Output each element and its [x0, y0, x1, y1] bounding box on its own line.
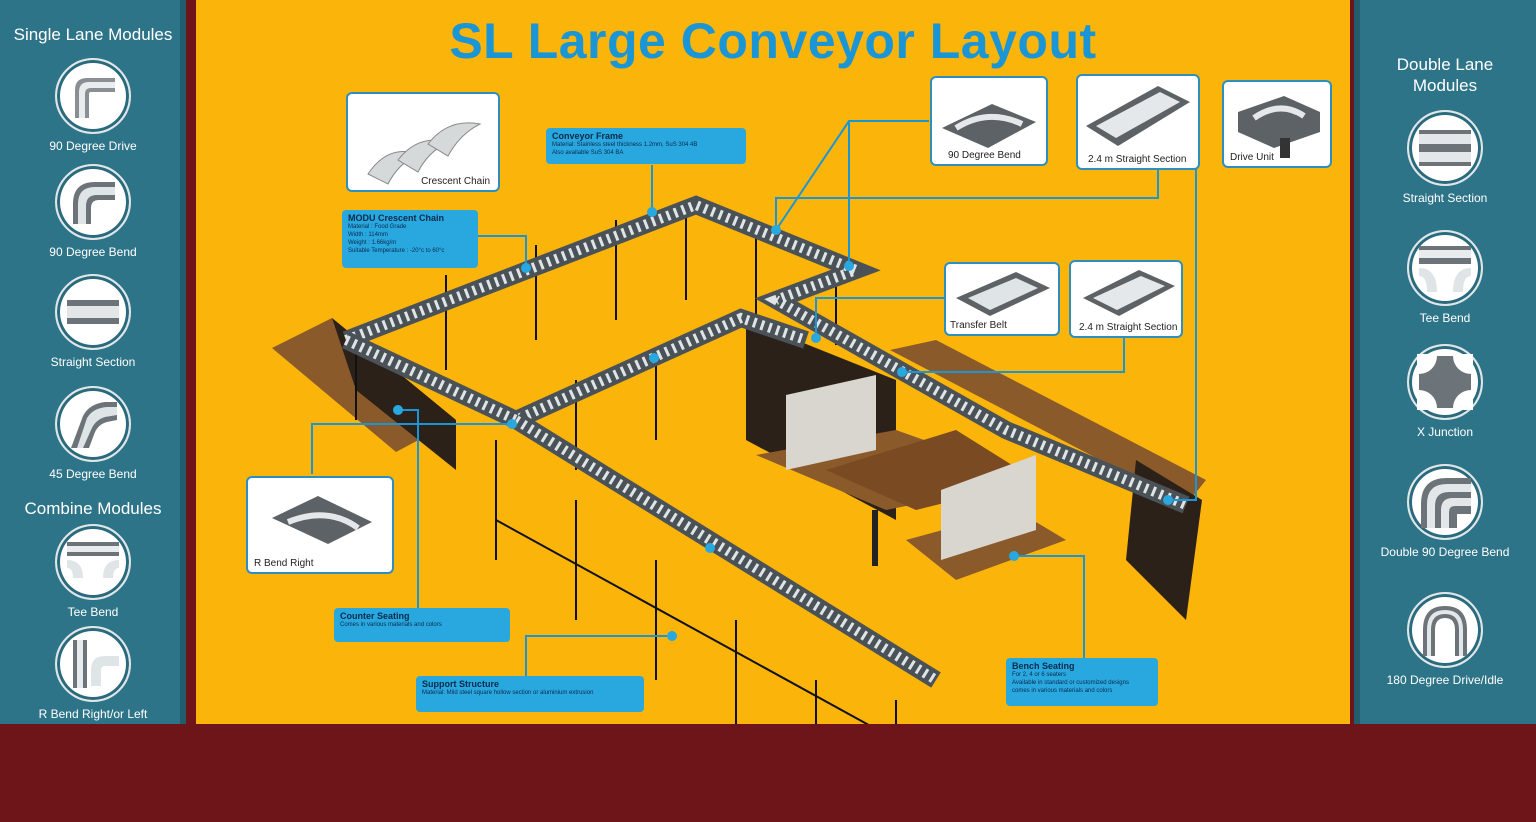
callout-text: Also available SuS 304 BA: [552, 150, 624, 156]
photo-caption: Transfer Belt: [948, 320, 1009, 331]
module-r-bend[interactable]: R Bend Right/or Left: [0, 626, 186, 721]
module-label: X Junction: [1416, 425, 1474, 439]
callout-counter-seating: Counter Seating Comes in various materia…: [334, 608, 510, 642]
module-label: 90 Degree Bend: [49, 245, 137, 259]
callout-crescent-chain: MODU Crescent Chain Material : Food Grad…: [342, 210, 478, 268]
callout-text: Material : Food Grade: [348, 224, 407, 230]
bench-back-left: [786, 375, 876, 470]
module-double-tee-bend[interactable]: Tee Bend: [1354, 230, 1536, 325]
module-label: Tee Bend: [1419, 311, 1471, 325]
callout-bench-seating: Bench Seating For 2, 4 or 6 seaters Avai…: [1006, 658, 1158, 706]
heading-line: Double Lane: [1396, 55, 1494, 74]
module-label: 90 Degree Drive: [49, 139, 137, 153]
90-degree-drive-icon: [75, 78, 115, 118]
callout-support-structure: Support Structure Material: Mild steel s…: [416, 676, 644, 712]
module-label: 180 Degree Drive/Idle: [1386, 673, 1504, 687]
photo-straight-section-top: 2.4 m Straight Section: [1076, 74, 1200, 170]
callout-heading: MODU Crescent Chain: [348, 213, 445, 223]
module-x-junction[interactable]: X Junction: [1354, 344, 1536, 439]
180-degree-drive-icon: [1423, 606, 1467, 656]
callout-text: Suitable Temperature : -20°c to 60°c: [348, 248, 445, 254]
table-leg: [872, 510, 878, 566]
photo-transfer-belt: Transfer Belt: [944, 262, 1060, 336]
straight-photo-icon: [1086, 86, 1190, 146]
module-double-straight-section[interactable]: Straight Section: [1354, 110, 1536, 205]
module-straight-section[interactable]: Straight Section: [0, 274, 186, 369]
module-label: Straight Section: [50, 355, 136, 369]
page-title: SL Large Conveyor Layout: [449, 13, 1097, 69]
x-junction-icon: [1417, 354, 1473, 410]
callout-text: Material: Mild steel square hollow secti…: [422, 690, 594, 696]
photo-straight-section-mid: 2.4 m Straight Section: [1069, 260, 1183, 338]
callout-heading: Conveyor Frame: [552, 131, 624, 141]
floor-band: [0, 724, 1536, 822]
photo-crescent-chain: Crescent Chain: [346, 92, 500, 192]
module-label: Tee Bend: [67, 605, 119, 619]
callout-heading: Support Structure: [422, 679, 500, 689]
module-90-degree-bend[interactable]: 90 Degree Bend: [0, 164, 186, 259]
transfer-belt-icon: [956, 272, 1050, 316]
photo-caption: Crescent Chain: [419, 176, 492, 187]
module-label: 45 Degree Bend: [49, 467, 137, 481]
bend-photo-icon: [942, 104, 1036, 148]
double-tee-bend-icon: [1419, 246, 1471, 292]
panel-divider: [1354, 0, 1360, 724]
bench-back-right: [941, 455, 1036, 560]
double-90-degree-bend-icon: [1421, 478, 1471, 528]
callout-heading: Counter Seating: [340, 611, 410, 621]
straight-section-icon: [67, 300, 119, 324]
left-module-panel: Single Lane Modules 90 Degree Drive 90 D…: [0, 0, 186, 724]
module-label: R Bend Right/or Left: [38, 707, 148, 721]
heading-line: Modules: [1412, 76, 1478, 95]
module-45-degree-bend[interactable]: 45 Degree Bend: [0, 386, 186, 481]
module-label: Straight Section: [1402, 191, 1488, 205]
single-lane-heading: Single Lane Modules: [13, 25, 173, 44]
module-tee-bend[interactable]: Tee Bend: [0, 524, 186, 619]
photo-caption: 2.4 m Straight Section: [1086, 154, 1189, 165]
r-bend-photo-icon: [272, 496, 372, 544]
straight-photo-icon: [1083, 270, 1175, 316]
module-90-degree-drive[interactable]: 90 Degree Drive: [0, 58, 186, 153]
callout-text: Width : 114mm: [348, 232, 388, 238]
right-module-panel: Double Lane Modules Straight Section Tee…: [1354, 0, 1536, 724]
callout-heading: Bench Seating: [1012, 661, 1075, 671]
callout-text: Comes in various materials and colors: [340, 622, 442, 628]
callout-conveyor-frame: Conveyor Frame Material: Stainless steel…: [546, 128, 746, 164]
photo-r-bend-right: R Bend Right: [246, 476, 394, 574]
photo-caption: 90 Degree Bend: [946, 150, 1023, 161]
tee-bend-icon: [67, 542, 119, 578]
connection-dots: [393, 207, 1173, 641]
photo-drive-unit: Drive Unit: [1222, 80, 1332, 168]
crescent-chain-icon: [367, 122, 482, 185]
r-bend-icon: [73, 640, 119, 688]
combine-modules-heading: Combine Modules: [24, 499, 162, 518]
module-180-degree-drive[interactable]: 180 Degree Drive/Idle: [1354, 592, 1536, 687]
callout-text: comes in various materials and colors: [1012, 688, 1113, 694]
90-degree-bend-icon: [73, 182, 115, 224]
callout-text: For 2, 4 or 6 seaters: [1012, 672, 1067, 678]
callout-leaders: [311, 120, 1197, 676]
conveyor-track: [342, 195, 1190, 688]
double-lane-heading: Double Lane Modules: [1354, 54, 1536, 96]
layout-diagram-area: SL Large Conveyor Layout: [196, 0, 1350, 724]
45-degree-bend-icon: [71, 402, 117, 448]
photo-caption: R Bend Right: [252, 558, 316, 569]
counter-top-right: [890, 340, 1206, 505]
module-label: Double 90 Degree Bend: [1380, 545, 1510, 559]
callout-text: Available in standard or customized desi…: [1012, 680, 1129, 686]
callout-text: Material: Stainless steel thickness 1.2m…: [552, 142, 698, 148]
module-double-90-degree-bend[interactable]: Double 90 Degree Bend: [1354, 464, 1536, 559]
photo-caption: 2.4 m Straight Section: [1077, 322, 1180, 333]
photo-caption: Drive Unit: [1228, 152, 1276, 163]
callout-text: Weight : 1.66kg/m: [348, 240, 397, 246]
double-straight-section-icon: [1419, 130, 1471, 166]
conveyor-scene: [272, 120, 1206, 724]
drive-unit-icon: [1238, 96, 1320, 158]
photo-90-degree-bend: 90 Degree Bend: [930, 76, 1048, 166]
panel-divider: [180, 0, 186, 724]
